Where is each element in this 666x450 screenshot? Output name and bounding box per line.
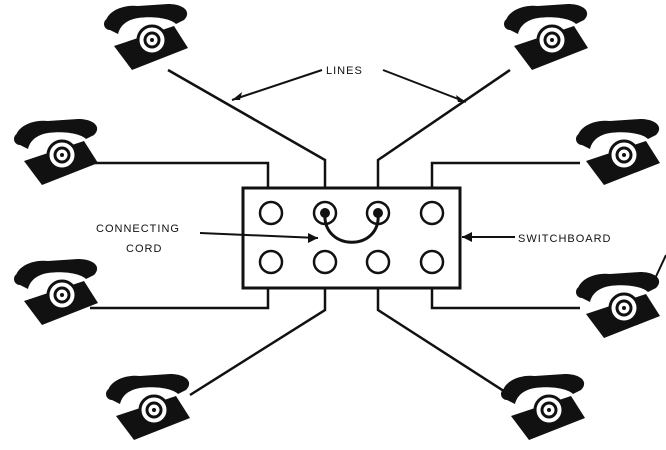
connecting-cord-label-line1: CONNECTING [96, 223, 180, 235]
jack [258, 200, 284, 226]
telephone-top-left-icon [102, 2, 190, 72]
telephone-lower-left-icon [12, 257, 100, 327]
jack [365, 249, 391, 275]
lines-label: LINES [326, 65, 363, 77]
jack [419, 200, 445, 226]
line-lower-right [430, 288, 580, 310]
leader-lines [199, 69, 666, 286]
jack [312, 249, 338, 275]
switchboard-label: SWITCHBOARD [518, 233, 612, 245]
connecting-cord-label-line2: CORD [126, 243, 162, 255]
telephone-bottom-left-icon [104, 372, 192, 442]
line-top-right [376, 68, 511, 190]
switchboard-panel [241, 186, 462, 290]
line-lower-left [90, 288, 270, 310]
telephone-lower-right-icon [574, 270, 662, 340]
telephone-upper-left-icon [12, 117, 100, 187]
line-bottom-right [376, 288, 511, 397]
jack [419, 249, 445, 275]
lines-wiring [90, 68, 580, 397]
line-upper-left [90, 161, 270, 190]
line-top-left [167, 68, 327, 190]
telephone-top-right-icon [502, 2, 590, 72]
telephone-upper-right-icon [574, 117, 662, 187]
connecting-cord [323, 212, 380, 244]
line-bottom-left [189, 288, 327, 397]
jack [258, 249, 284, 275]
line-upper-right [430, 161, 580, 190]
telephone-bottom-right-icon [499, 372, 587, 442]
jack-array [258, 200, 445, 275]
